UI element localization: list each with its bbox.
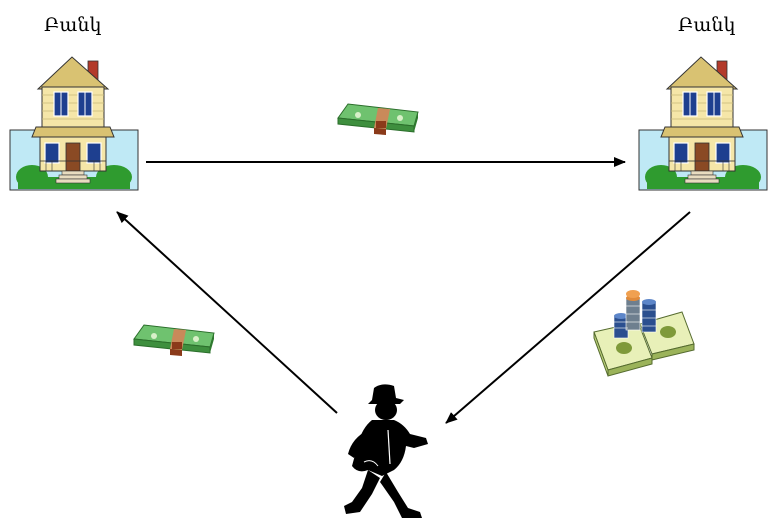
banknote-stack-icon-top: [337, 103, 419, 136]
walking-man-icon: [344, 384, 428, 518]
bank-right-house-icon: [638, 56, 768, 191]
arrow-person-to-bank: [116, 211, 338, 414]
arrow-bank-to-person: [445, 211, 691, 424]
money-and-coins-icon: [593, 290, 695, 377]
banknote-stack-icon-left: [133, 324, 215, 357]
bank-left-house-icon: [9, 56, 139, 191]
bank-label-left: Բանկ: [44, 14, 102, 36]
bank-label-right: Բանկ: [678, 14, 736, 36]
